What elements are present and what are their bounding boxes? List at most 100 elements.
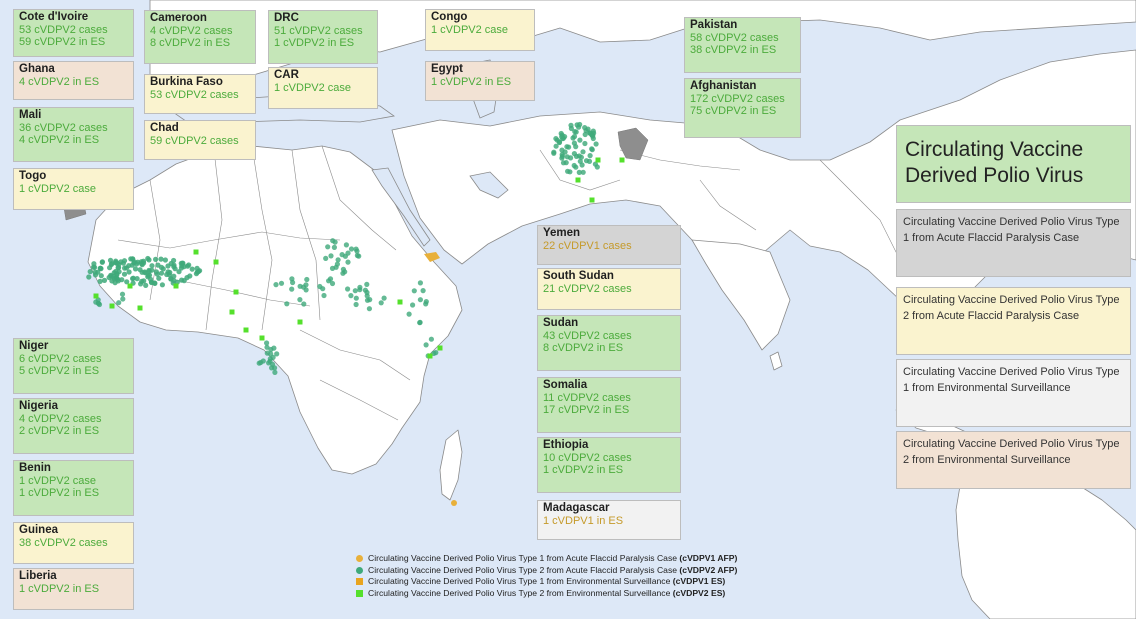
border-line — [117, 231, 341, 249]
country-name: Cote d'Ivoire — [19, 11, 89, 23]
border-line — [149, 179, 161, 301]
afp-case-marker — [573, 164, 579, 170]
afp-case-marker — [107, 265, 113, 271]
afp-case-marker — [267, 358, 273, 364]
afp-case-marker — [86, 274, 92, 280]
afp-case-marker — [271, 345, 277, 351]
symbol-legend-row: Circulating Vaccine Derived Polio Virus … — [356, 565, 876, 577]
country-case-count: 22 cVDPV1 cases — [543, 239, 632, 252]
country-case-count: 53 cVDPV2 cases — [150, 88, 239, 101]
border-line — [291, 149, 321, 321]
afp-case-marker — [264, 344, 270, 350]
country-case-count: 58 cVDPV2 cases — [690, 31, 779, 44]
afp-case-marker — [98, 266, 104, 272]
square-marker-icon — [356, 578, 363, 585]
border-line — [205, 149, 223, 331]
country-name: Togo — [19, 170, 47, 182]
afp-case-marker — [165, 263, 171, 269]
country-case-count: 1 cVDPV2 in ES — [543, 464, 624, 476]
es-sample-marker — [589, 197, 595, 203]
border-line — [539, 149, 621, 191]
afp-case-marker — [130, 276, 136, 282]
afp-case-marker — [274, 351, 280, 357]
afp-case-marker — [366, 306, 372, 312]
afp-case-marker — [321, 292, 327, 299]
afp-case-marker — [116, 269, 122, 275]
country-case-count: 17 cVDPV2 in ES — [543, 404, 630, 416]
afp-case-marker — [158, 256, 164, 262]
afp-case-marker — [119, 291, 126, 297]
country-name: Afghanistan — [690, 80, 757, 92]
symbol-legend-row: Circulating Vaccine Derived Polio Virus … — [356, 576, 876, 588]
country-case-count: 1 cVDPV2 in ES — [274, 37, 355, 49]
afp-case-marker — [124, 279, 130, 285]
es-sample-marker — [259, 335, 265, 341]
afp-case-marker — [149, 263, 155, 269]
country-case-count: 4 cVDPV2 in ES — [19, 75, 100, 88]
country-case-count: 36 cVDPV2 cases — [19, 121, 108, 134]
red-sea — [371, 167, 431, 247]
border-line — [321, 145, 397, 251]
country-name: South Sudan — [543, 270, 614, 282]
afp-case-marker — [132, 266, 139, 272]
country-name: Sudan — [543, 317, 579, 329]
symbol-legend-label: Circulating Vaccine Derived Polio Virus … — [368, 553, 738, 563]
afp-case-marker — [119, 277, 125, 283]
legend-item-1: Circulating Vaccine Derived Polio Virus … — [896, 209, 1131, 277]
country-name: Burkina Faso — [150, 76, 223, 88]
afp-case-marker — [348, 246, 355, 252]
afp-case-marker — [142, 269, 148, 275]
country-name: Pakistan — [690, 19, 738, 31]
country-name: Congo — [431, 11, 468, 23]
afp-case-marker — [264, 350, 270, 356]
afp-case-marker — [130, 256, 136, 262]
es-sample-marker — [427, 353, 433, 359]
afp-case-marker — [411, 288, 417, 294]
afp-case-marker — [137, 267, 143, 273]
afp-case-marker — [553, 136, 559, 142]
afp-case-marker — [121, 258, 128, 264]
afp-case-marker — [87, 269, 93, 275]
afp-case-marker — [115, 276, 121, 282]
afp-case-marker — [162, 257, 168, 263]
afp-case-marker — [587, 153, 593, 159]
country-case-count: 59 cVDPV2 cases — [150, 134, 239, 147]
es-sample-marker — [173, 283, 179, 289]
legend-item-2: Circulating Vaccine Derived Polio Virus … — [896, 287, 1131, 355]
es-sample-marker — [127, 283, 133, 289]
afp-case-marker — [580, 169, 586, 175]
afp-case-marker — [131, 260, 137, 266]
afp-case-marker — [583, 128, 589, 134]
country-name: Madagascar — [543, 502, 610, 514]
square-marker-icon — [356, 589, 363, 597]
afp-case-marker — [176, 269, 182, 275]
afp-case-marker — [576, 169, 582, 175]
afp-case-marker — [562, 134, 568, 140]
country-case-count: 4 cVDPV2 cases — [150, 24, 233, 37]
country-case-count: 38 cVDPV2 cases — [19, 536, 108, 549]
afp-case-marker — [330, 238, 336, 244]
afp-case-marker — [108, 273, 114, 279]
country-case-count: 2 cVDPV2 in ES — [19, 425, 100, 437]
afp-case-marker — [423, 342, 429, 348]
afp-case-marker — [378, 300, 384, 306]
country-name: Guinea — [19, 524, 58, 536]
border-line — [699, 179, 757, 231]
afp-case-marker — [582, 131, 588, 138]
afp-case-marker — [571, 133, 578, 140]
afp-case-marker — [116, 300, 122, 306]
es-sample-marker — [193, 249, 199, 255]
afp-case-marker — [304, 276, 310, 283]
afp-case-marker — [342, 253, 348, 259]
afp-case-marker — [139, 278, 145, 284]
country-case-count: 38 cVDPV2 in ES — [690, 44, 777, 56]
